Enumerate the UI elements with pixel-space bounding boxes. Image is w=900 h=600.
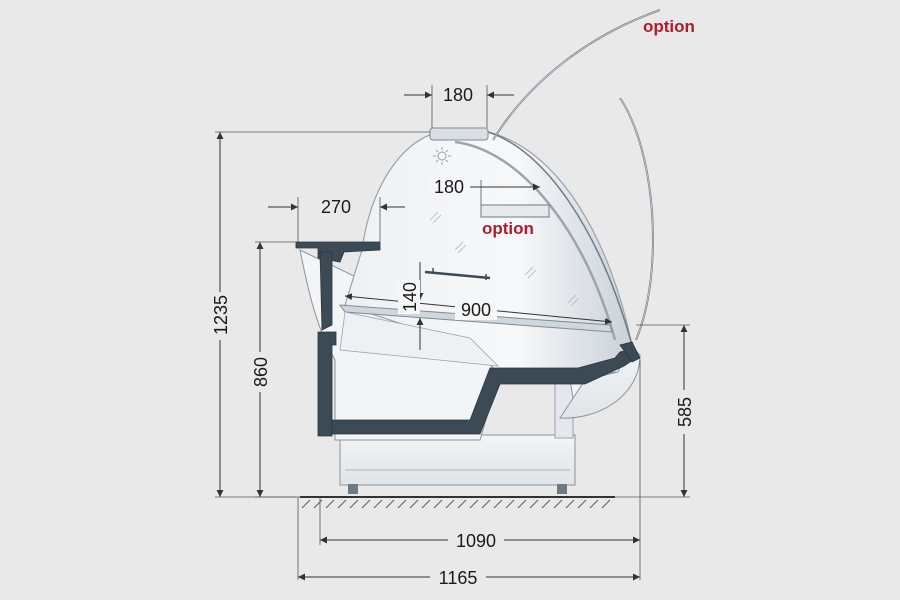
extension-lines <box>215 85 690 580</box>
dim-total-height: 1235 <box>211 295 231 335</box>
dimension-labels: 180 180 270 140 900 1235 860 585 1090 11… <box>208 82 696 589</box>
floor <box>300 496 615 509</box>
dim-base-width: 1090 <box>456 531 496 551</box>
structure-profile <box>295 241 641 437</box>
dim-counter-depth: 270 <box>321 197 351 217</box>
dim-counter-height: 860 <box>251 357 271 387</box>
dim-total-width: 1165 <box>439 568 478 588</box>
dim-display-depth: 900 <box>461 300 491 320</box>
sun-icon <box>433 147 451 165</box>
option-shelf <box>480 204 550 218</box>
dim-inner-shelf: 180 <box>434 177 464 197</box>
base-frame <box>339 379 576 494</box>
option-label-top: option <box>643 17 695 36</box>
dim-top-width: 180 <box>443 85 473 105</box>
option-label-inner: option <box>482 219 534 238</box>
dim-front-height: 585 <box>675 397 695 427</box>
option-glass-arcs <box>492 9 661 341</box>
dim-shelf-height: 140 <box>400 282 420 312</box>
option-labels: option option <box>482 17 695 238</box>
